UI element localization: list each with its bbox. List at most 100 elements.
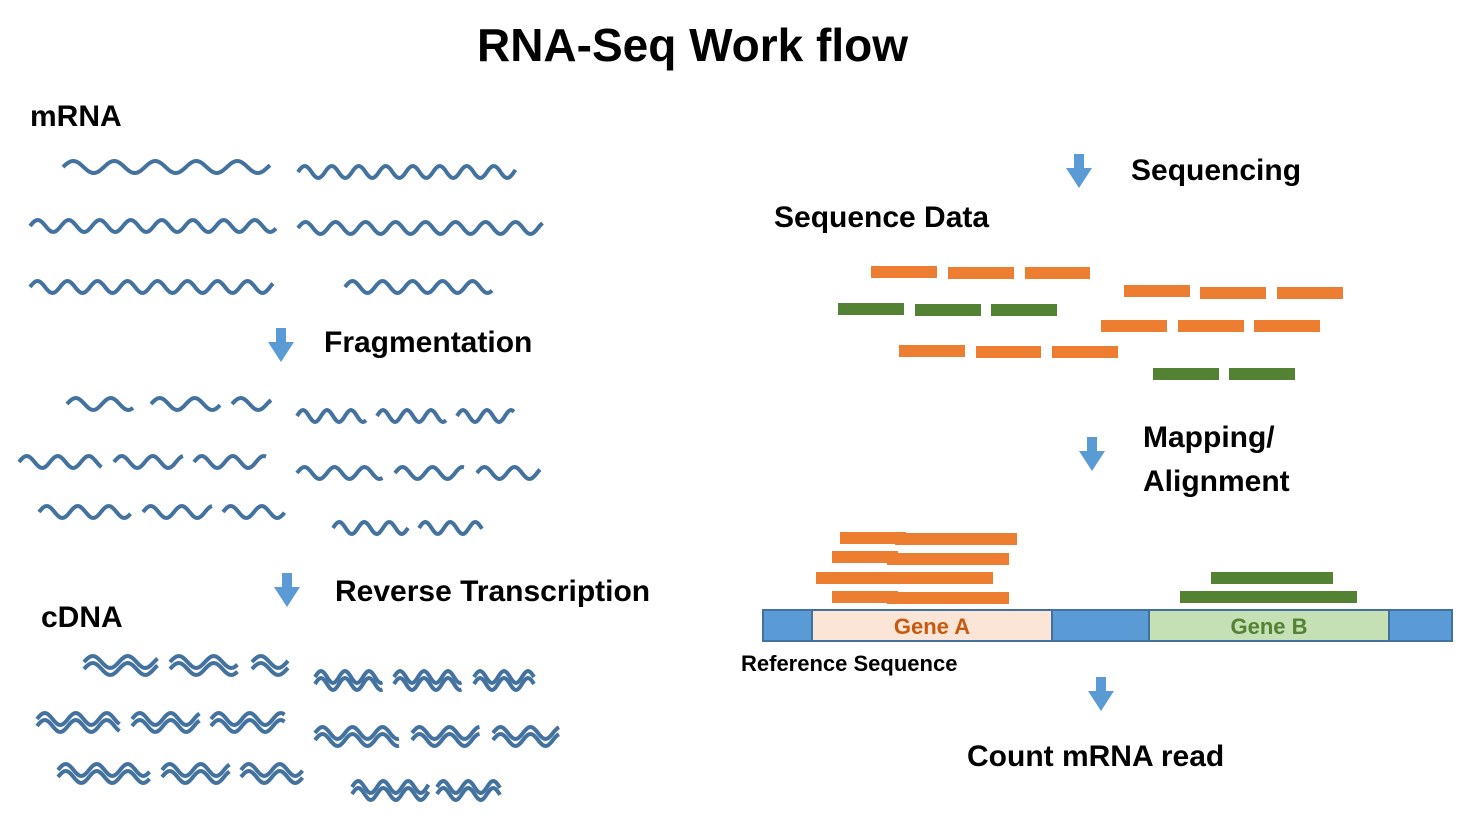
cdna-fragment [392,668,463,686]
cdna-fragment-complement [130,717,201,735]
gene-b-region [1148,609,1390,642]
mapped-read-gene-b [1235,591,1301,603]
cdna-fragment-complement [160,768,231,786]
sequencing-arrow-icon [1066,154,1092,188]
cdna-fragment [160,761,231,779]
mapped-read-gene-a [840,532,906,544]
cdna-fragment-complement [313,731,400,749]
sequence-read-orange [1025,267,1090,279]
sequence-data-label: Sequence Data [774,201,990,234]
diagram-title: RNA-Seq Work flow [476,19,909,71]
mapped-read-gene-a [927,572,993,584]
fragmentation-arrow-icon [268,328,294,362]
mrna-fragment [331,519,410,537]
sequence-read-green [1229,368,1295,380]
mrna-fragment [375,407,448,425]
sequence-read-orange [948,267,1014,279]
cdna-fragment-complement [56,768,151,786]
cdna-fragment [35,710,121,728]
cdna-fragment-complement [410,731,480,749]
sequence-read-orange [871,266,937,278]
cdna-fragment-complement [239,768,305,786]
mrna-strand [296,164,518,180]
mrna-strand [28,278,275,296]
sequence-read-orange [899,345,965,357]
sequence-read-orange [1277,287,1343,299]
cdna-fragment-complement [313,675,384,693]
mapped-read-gene-a [943,553,1009,565]
mapping-label: Mapping/ [1143,421,1275,454]
mapped-read-gene-a [832,591,898,603]
sequence-read-orange [1124,285,1190,297]
mrna-strand [28,217,278,235]
sequence-read-orange [1254,320,1320,332]
mrna-fragment [475,464,542,482]
mrna-fragment [295,464,384,482]
cdna-label: cDNA [41,601,123,634]
count-mrna-read-label: Count mRNA read [967,740,1225,773]
cdna-fragment-complement [82,660,159,678]
sequence-read-orange [1178,320,1244,332]
gene-a-region [811,609,1053,642]
mapped-read-gene-b [1267,572,1333,584]
sequencing-label: Sequencing [1131,154,1302,187]
sequence-read-orange [1101,320,1167,332]
mapped-read-gene-b [1180,591,1246,603]
gene-a-label: Gene A [894,614,970,639]
mrna-fragment [37,503,132,521]
mrna-fragment [149,395,222,413]
mrna-label: mRNA [30,100,122,133]
mrna-fragment [112,453,184,471]
mapped-read-gene-a [832,551,898,563]
mrna-strand [296,219,544,237]
mapping-arrow-icon [1079,437,1105,471]
cdna-fragment [313,668,384,686]
sequence-read-green [838,303,904,315]
cdna-fragment-complement [209,717,286,735]
reverse-transcription-arrow-icon [274,573,300,607]
mrna-fragment [417,519,484,537]
sequence-read-green [1153,368,1219,380]
cdna-fragment-complement [350,785,431,803]
mrna-fragment [65,395,135,413]
mrna-fragment [455,407,516,425]
mapped-read-gene-b [1291,591,1357,603]
gene-b-label: Gene B [1230,614,1307,639]
sequence-read-orange [976,346,1041,358]
mapped-read-gene-a [887,592,953,604]
cdna-fragment [82,653,159,671]
cdna-fragment-complement [472,675,536,693]
sequence-read-orange [1052,346,1118,358]
mapped-read-gene-a [887,553,953,565]
cdna-fragment-complement [392,675,463,693]
cdna-fragment [472,668,536,686]
cdna-fragment [410,724,480,742]
mapped-read-gene-a [871,572,937,584]
mapped-read-gene-b [1211,572,1277,584]
mapped-read-gene-a [816,572,882,584]
count-arrow-icon [1088,677,1114,711]
mrna-fragment [192,453,267,471]
cdna-fragment-complement [168,660,239,678]
sequence-read-orange [1200,287,1266,299]
cdna-fragment [239,761,305,779]
cdna-fragment [250,653,290,670]
cdna-fragment [435,778,502,796]
cdna-fragment-complement [435,785,502,803]
reverse-transcription-label: Reverse Transcription [335,575,651,608]
cdna-fragment [130,710,201,728]
mrna-fragment [230,395,273,412]
sequence-read-green [991,304,1057,316]
reference-sequence-label: Reference Sequence [741,651,958,676]
cdna-fragment-complement [35,717,121,735]
sequence-read-green [915,304,981,316]
mrna-fragment [17,453,103,471]
cdna-fragment [313,724,400,742]
fragmentation-label: Fragmentation [324,326,533,359]
mrna-fragment [221,503,287,521]
cdna-fragment [56,761,151,779]
mapped-read-gene-a [943,592,1009,604]
cdna-fragment [209,710,286,728]
cdna-fragment [168,653,239,671]
